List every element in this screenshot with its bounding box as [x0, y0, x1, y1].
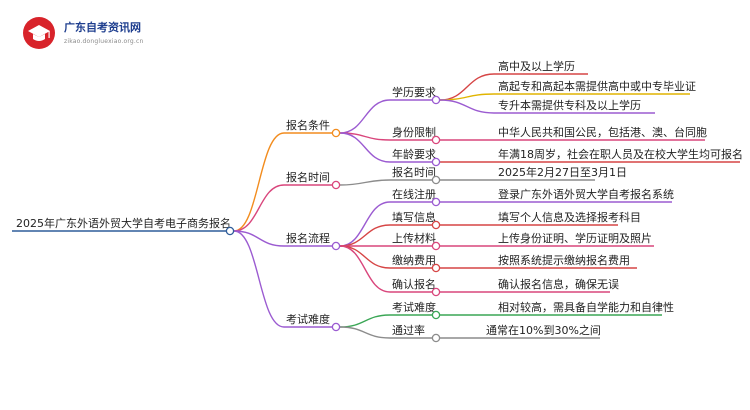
- leaf-label-3-0-0: 相对较高，需具备自学能力和自律性: [498, 300, 674, 314]
- branch-label-0: 报名条件: [286, 118, 330, 132]
- logo-subtitle: zikao.dongluexiao.org.cn: [64, 38, 144, 45]
- child-handle-2-3[interactable]: [431, 263, 441, 273]
- child-label-0-2: 年龄要求: [392, 147, 436, 161]
- child-link: [339, 314, 391, 328]
- branch-label-1: 报名时间: [286, 170, 330, 184]
- leaf-label-2-3-0: 按照系统提示缴纳报名费用: [498, 253, 630, 267]
- child-link: [339, 179, 391, 186]
- leaf-link: [439, 93, 495, 101]
- child-label-2-1: 填写信息: [392, 210, 436, 224]
- leaf-link: [439, 73, 495, 101]
- site-logo: 广东自考资讯网 zikao.dongluexiao.org.cn: [22, 14, 162, 54]
- branch-label-2: 报名流程: [286, 231, 330, 245]
- leaf-label-2-1-0: 填写个人信息及选择报考科目: [498, 210, 641, 224]
- branch-link: [233, 230, 285, 328]
- branch-handle-2[interactable]: [331, 241, 341, 251]
- child-label-2-0: 在线注册: [392, 187, 436, 201]
- leaf-label-1-0-0: 2025年2月27日至3月1日: [498, 165, 627, 179]
- branch-link: [233, 184, 285, 232]
- child-handle-3-0[interactable]: [431, 310, 441, 320]
- child-label-2-4: 确认报名: [392, 277, 436, 291]
- child-handle-0-2[interactable]: [431, 157, 441, 167]
- leaf-label-0-2-0: 年满18周岁，社会在职人员及在校大学生均可报名: [498, 147, 743, 161]
- branch-link: [233, 132, 285, 232]
- branch-handle-3[interactable]: [331, 322, 341, 332]
- mindmap-links: [12, 73, 740, 339]
- child-link: [339, 99, 391, 134]
- leaf-label-0-0-2: 专升本需提供专科及以上学历: [498, 98, 641, 112]
- child-label-2-3: 缴纳费用: [392, 253, 436, 267]
- child-link: [339, 245, 391, 293]
- branch-handle-1[interactable]: [331, 180, 341, 190]
- leaf-label-2-2-0: 上传身份证明、学历证明及照片: [498, 231, 652, 245]
- child-label-1-0: 报名时间: [392, 165, 436, 179]
- child-label-0-0: 学历要求: [392, 85, 436, 99]
- leaf-label-0-1-0: 中华人民共和国公民，包括港、澳、台同胞: [498, 125, 707, 139]
- child-handle-0-1[interactable]: [431, 135, 441, 145]
- child-label-0-1: 身份限制: [392, 125, 436, 139]
- child-handle-3-1[interactable]: [431, 333, 441, 343]
- child-link: [339, 224, 391, 247]
- child-handle-2-0[interactable]: [431, 197, 441, 207]
- child-link: [339, 132, 391, 163]
- child-link: [339, 201, 391, 247]
- child-handle-2-2[interactable]: [431, 241, 441, 251]
- logo-title: 广东自考资讯网: [64, 21, 141, 34]
- leaf-label-2-4-0: 确认报名信息，确保无误: [498, 277, 619, 291]
- leaf-label-0-0-1: 高起专和高起本需提供高中或中专毕业证: [498, 79, 696, 93]
- child-handle-2-1[interactable]: [431, 220, 441, 230]
- branch-label-3: 考试难度: [286, 312, 330, 326]
- root-node-label: 2025年广东外语外贸大学自考电子商务报名: [16, 216, 231, 230]
- leaf-label-2-0-0: 登录广东外语外贸大学自考报名系统: [498, 187, 674, 201]
- child-label-3-0: 考试难度: [392, 300, 436, 314]
- branch-link: [233, 230, 285, 247]
- child-link: [339, 326, 391, 339]
- leaf-label-3-1-0: 通常在10%到30%之间: [486, 323, 601, 337]
- leaf-link: [439, 99, 495, 114]
- child-handle-1-0[interactable]: [431, 175, 441, 185]
- root-node-handle[interactable]: [225, 226, 235, 236]
- graduation-cap-icon: [23, 17, 55, 49]
- child-link: [339, 245, 391, 269]
- child-handle-0-0[interactable]: [431, 95, 441, 105]
- mindmap-nodes: 2025年广东外语外贸大学自考电子商务报名 报名条件 学历要求 高中及以上学历高起专和…: [16, 59, 743, 343]
- child-label-3-1: 通过率: [392, 323, 425, 337]
- child-label-2-2: 上传材料: [392, 231, 436, 245]
- child-handle-2-4[interactable]: [431, 287, 441, 297]
- leaf-label-0-0-0: 高中及以上学历: [498, 59, 575, 73]
- branch-handle-0[interactable]: [331, 128, 341, 138]
